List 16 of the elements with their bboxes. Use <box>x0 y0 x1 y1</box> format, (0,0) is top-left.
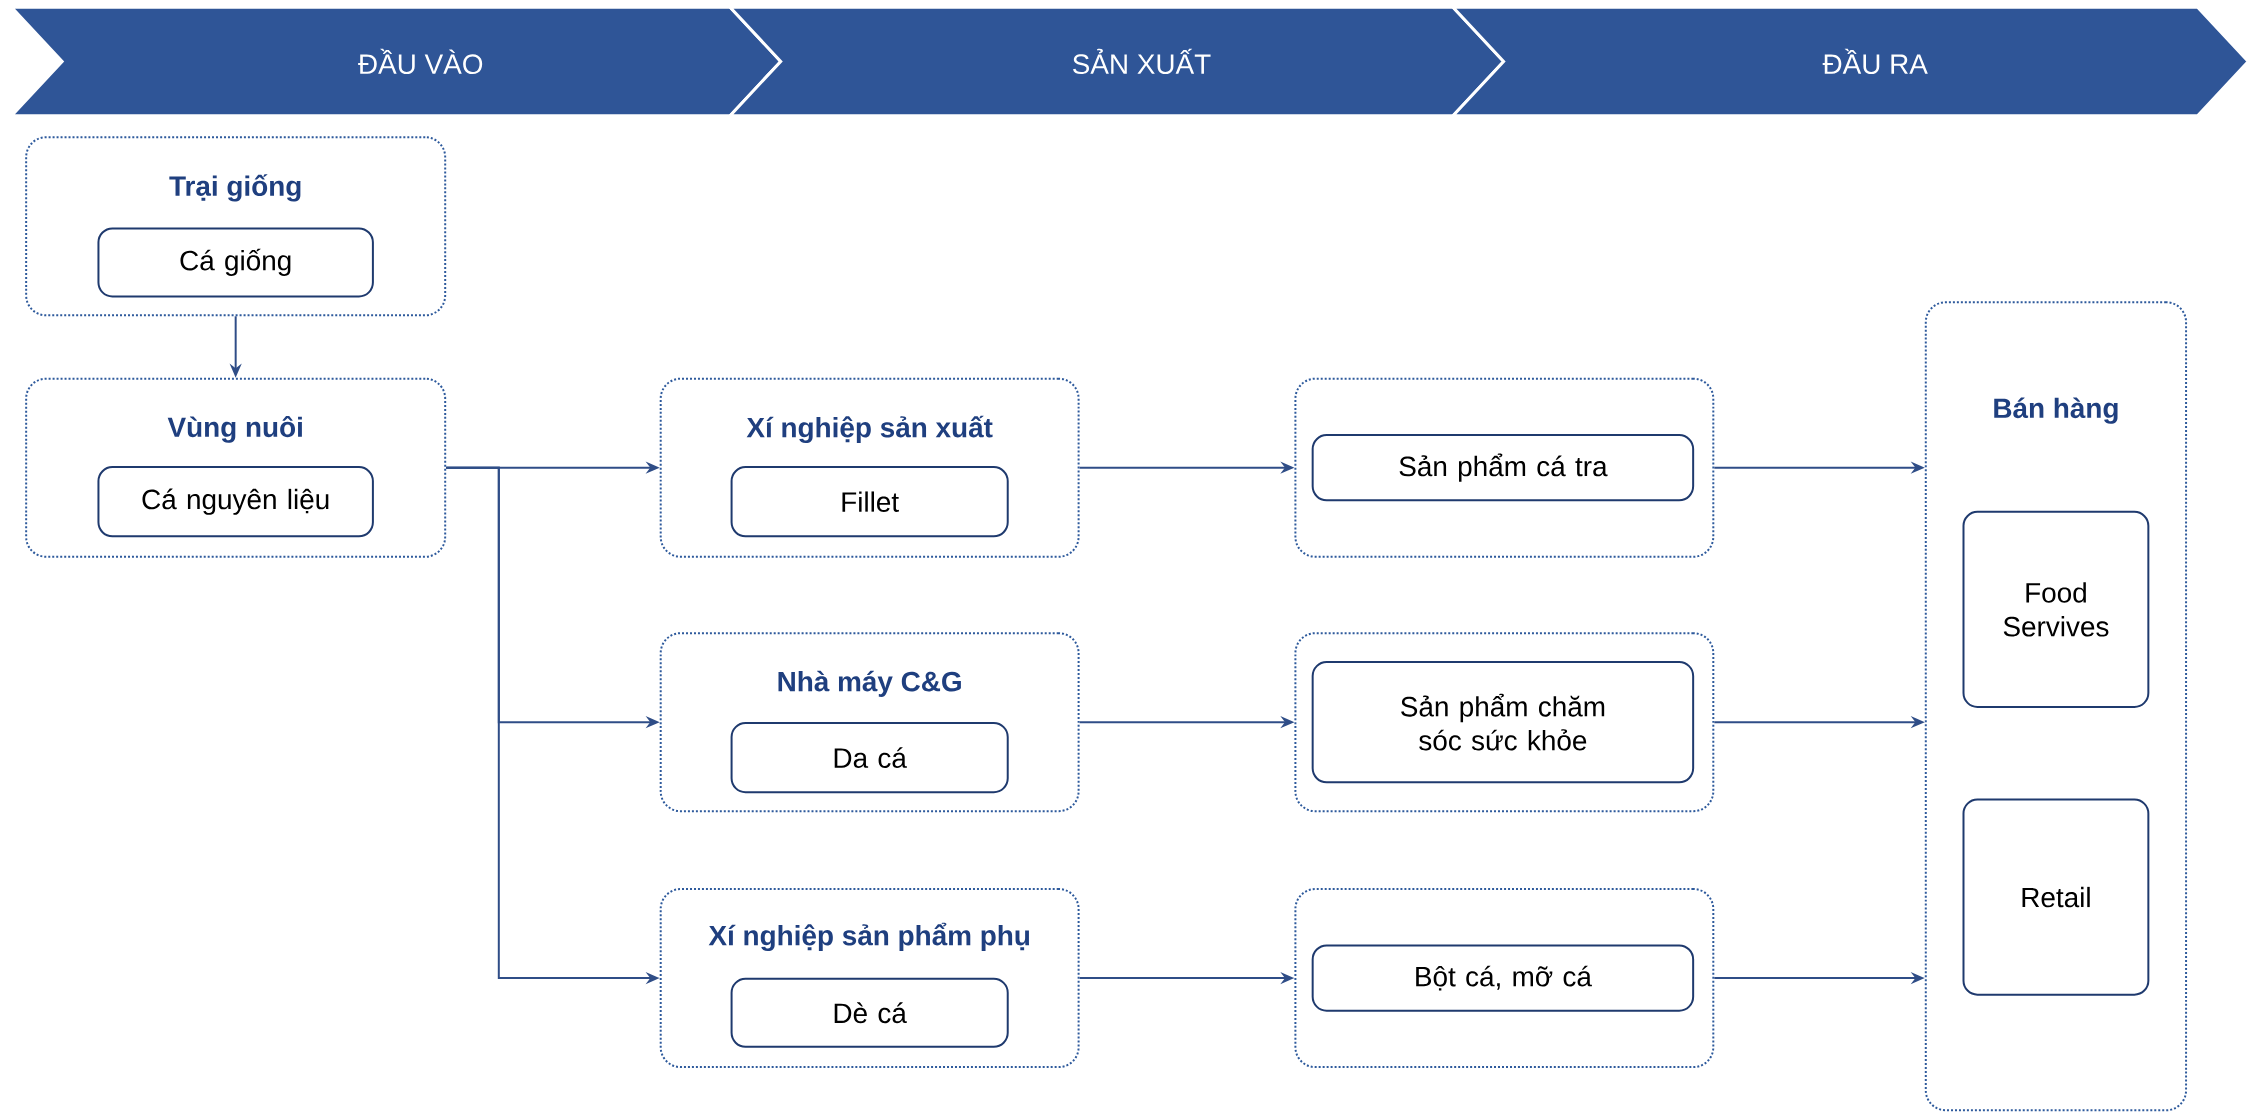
process-box: Da cá <box>730 722 1009 794</box>
group-box <box>1294 888 1715 1069</box>
process-box: Bột cá, mỡ cá <box>1311 944 1695 1012</box>
group-box <box>1294 377 1715 558</box>
chevron-banner: ĐẦU RA <box>1449 5 2251 118</box>
group-box <box>1294 632 1715 813</box>
process-box: Retail <box>1962 798 2150 996</box>
process-box: Cá nguyên liệu <box>97 466 374 538</box>
chevron-banner: SẢN XUẤT <box>726 5 1506 118</box>
process-box: Sản phẩm cá tra <box>1311 434 1695 502</box>
process-box: Food Servives <box>1962 511 2150 709</box>
process-box: Fillet <box>730 466 1009 538</box>
process-box: Cá giống <box>97 227 374 298</box>
process-box: Sản phẩm chăm sóc sức khỏe <box>1311 661 1695 784</box>
node-label: ĐẦU RA <box>1822 48 1928 75</box>
process-box: Dè cá <box>730 977 1009 1048</box>
